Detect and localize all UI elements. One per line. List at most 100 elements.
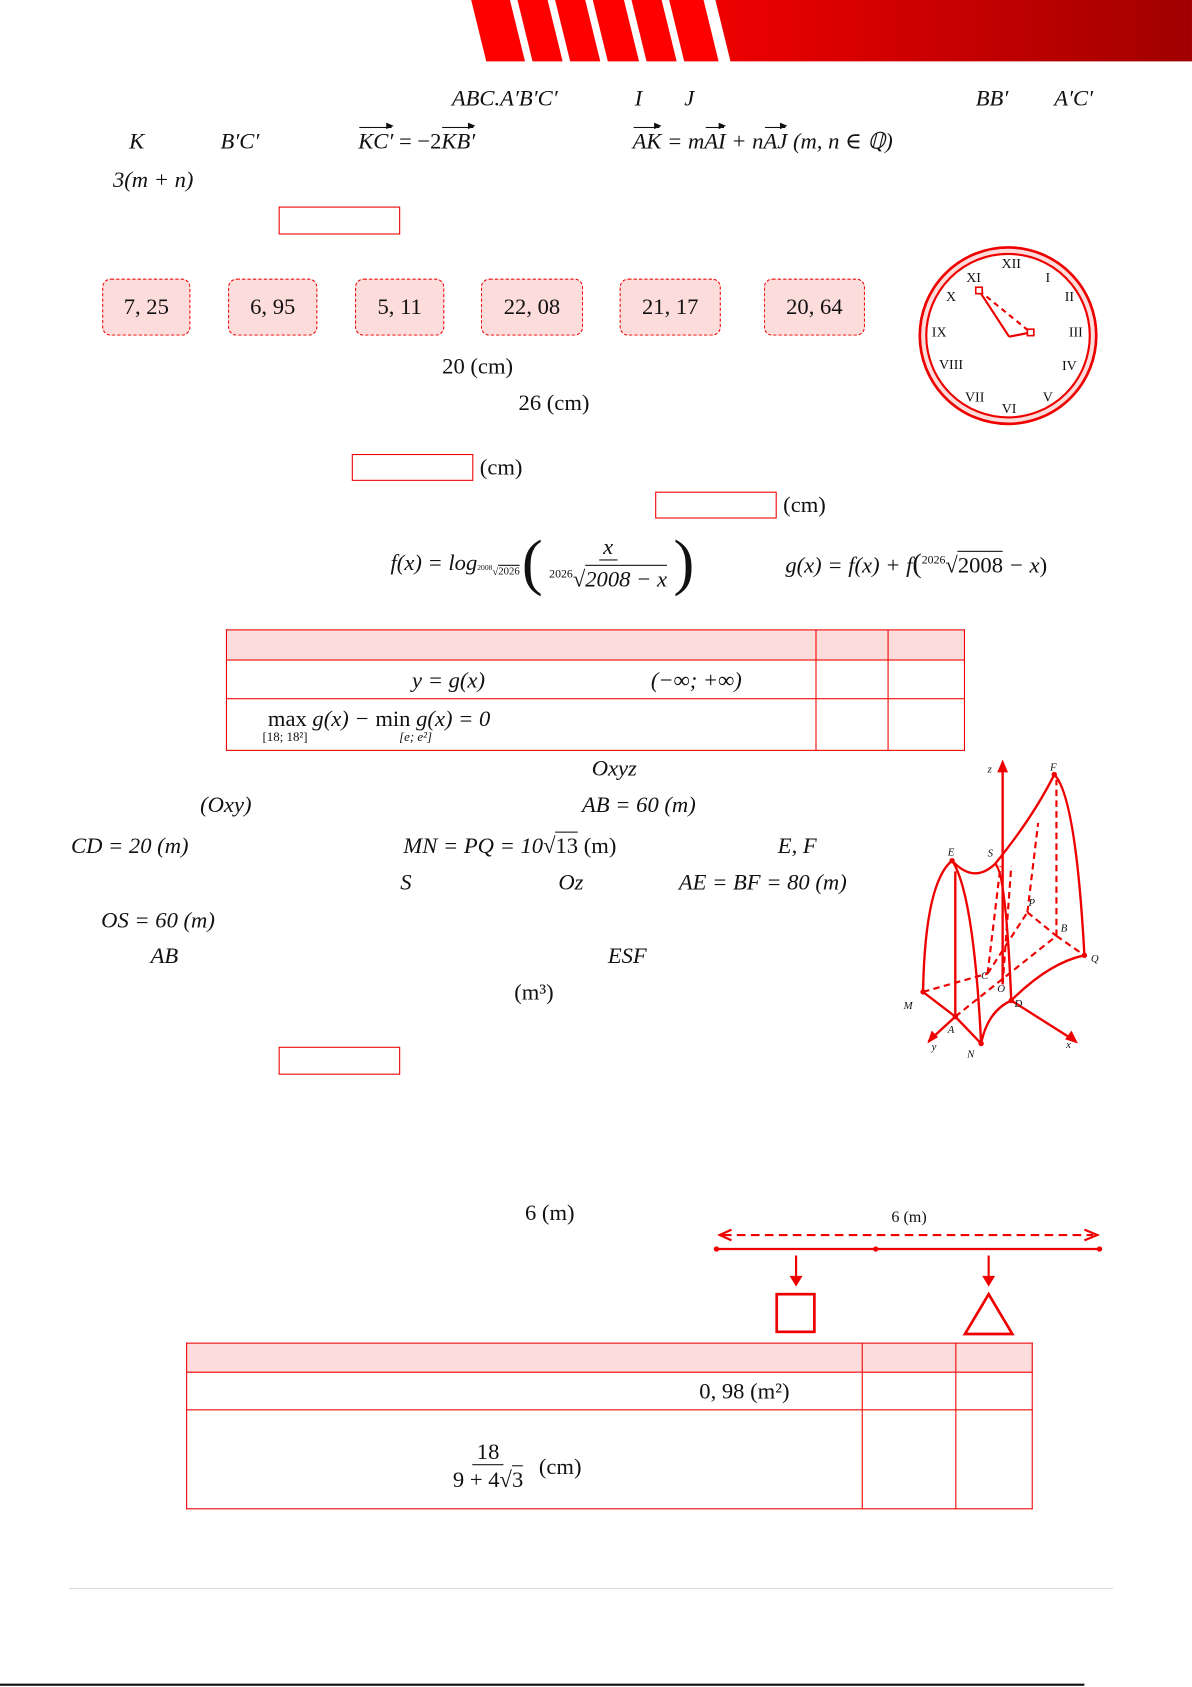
frac-num: 18	[472, 1438, 504, 1466]
volume-unit: (m³)	[514, 978, 554, 1005]
answer-cell[interactable]	[815, 698, 889, 751]
coord-system: Oxyz	[591, 755, 637, 782]
option-card[interactable]: 20, 64	[763, 278, 865, 336]
option-card[interactable]: 6, 95	[228, 278, 318, 336]
equals-text: = −2	[393, 128, 442, 154]
header-true	[815, 629, 889, 661]
clock-numeral: XII	[1002, 257, 1022, 272]
vector-kc: KC′	[358, 122, 394, 154]
eq-text: + n	[725, 128, 764, 154]
max-domain: [18; 18²]	[262, 729, 308, 745]
point-s: S	[400, 869, 412, 896]
vector-relation: KC′ = −2KB′	[358, 122, 476, 154]
point-k: K	[129, 128, 145, 154]
max-op: max	[267, 705, 307, 732]
footer-divider	[68, 1587, 1114, 1589]
edge-ac: A′C′	[1054, 84, 1094, 111]
answer-cell[interactable]	[887, 698, 965, 751]
point-i: I	[634, 84, 643, 111]
curve-esf: ESF	[607, 942, 647, 969]
label-m: M	[903, 1000, 914, 1012]
label-d: D	[1013, 998, 1022, 1010]
unit-cm: (cm)	[783, 491, 826, 518]
header-banner	[471, 0, 1192, 62]
g-term: g(x) = 0	[410, 705, 491, 732]
edge-bb: BB′	[975, 84, 1009, 111]
eq-text: = m	[661, 128, 705, 154]
square-weight	[775, 1292, 816, 1334]
root-index: 2026	[921, 554, 946, 567]
os-length: OS = 60 (m)	[101, 906, 215, 933]
log-base: 2026	[498, 564, 520, 578]
clock-numeral: IX	[932, 326, 947, 341]
clock-numeral: IV	[1062, 359, 1077, 374]
length-26: 26 (cm)	[518, 389, 590, 416]
min-op: min	[375, 705, 411, 732]
answer-cell[interactable]	[861, 1371, 957, 1411]
statement-a-expr: y = g(x)	[412, 666, 485, 693]
label-s: S	[988, 847, 994, 859]
label-o: O	[997, 983, 1005, 995]
answer-cell[interactable]	[815, 659, 889, 700]
clock-numeral: X	[946, 290, 956, 305]
g-lhs: g(x) = f(x) + f	[785, 551, 913, 578]
option-card[interactable]: 5, 11	[355, 278, 445, 336]
answer-cell[interactable]	[955, 1409, 1033, 1510]
clock-numeral: VIII	[939, 358, 963, 373]
clock-figure: XII I II III IV V VI VII VIII IX X XI	[918, 246, 1098, 426]
answer-box-4[interactable]	[278, 1046, 401, 1075]
frac-den: 2008 − x	[585, 564, 668, 592]
header-cell	[225, 629, 817, 661]
label-c: C	[981, 970, 989, 982]
label-a: A	[947, 1024, 955, 1036]
answer-cell[interactable]	[955, 1371, 1033, 1411]
label-x: x	[1065, 1039, 1071, 1051]
option-card[interactable]: 22, 08	[480, 278, 584, 336]
answer-box-2b[interactable]	[655, 491, 777, 519]
label-p: P	[1027, 897, 1035, 909]
label-z: z	[987, 763, 993, 775]
unit-cm: (cm)	[479, 453, 523, 480]
option-card[interactable]: 21, 17	[619, 278, 721, 336]
statement-a: 0, 98 (m²)	[186, 1371, 863, 1411]
expression: 3(m + n)	[112, 166, 194, 193]
clock-numeral: II	[1065, 290, 1075, 305]
vector-aj: AJ	[763, 122, 788, 154]
answer-cell[interactable]	[887, 659, 965, 700]
answer-cell[interactable]	[861, 1409, 957, 1510]
header-true	[861, 1342, 957, 1373]
answer-box-1[interactable]	[278, 206, 401, 235]
area-value: 0, 98 (m²)	[699, 1378, 790, 1404]
statement-a: y = g(x) (−∞; +∞)	[225, 659, 817, 700]
axis-oz: Oz	[558, 869, 584, 896]
ae-bf-length: AE = BF = 80 (m)	[678, 869, 847, 896]
point-j: J	[684, 84, 695, 111]
f-lhs: f(x) = log	[390, 549, 478, 576]
clock-numeral: VII	[965, 390, 985, 405]
beam-length-label: 6 (m)	[891, 1209, 926, 1226]
g-term: g(x) −	[306, 705, 376, 732]
clock-numeral: VI	[1002, 402, 1017, 417]
statement-a-interval: (−∞; +∞)	[650, 666, 742, 693]
segment-ab: AB	[150, 942, 179, 969]
radicand: 2008	[957, 550, 1003, 578]
true-false-table-1: y = g(x) (−∞; +∞) max g(x) − min g(x) = 0…	[225, 629, 965, 751]
mn-length: MN = PQ = 10√13 (m)	[403, 831, 617, 859]
beam-length: 6 (m)	[524, 1199, 575, 1226]
answer-box-2a[interactable]	[351, 453, 474, 481]
label-y: y	[931, 1041, 937, 1053]
radicand: 3	[511, 1465, 524, 1493]
frac-num: x	[598, 533, 618, 560]
root-index: 2026	[549, 567, 573, 581]
option-card[interactable]: 7, 25	[102, 278, 191, 336]
vector-decomposition: AK = mAI + nAJ (m, n ∈ ℚ)	[632, 122, 893, 154]
beam-figure: 6 (m)	[713, 1209, 1103, 1336]
g-tail: − x	[1002, 551, 1040, 578]
vector-ak: AK	[632, 122, 662, 154]
min-domain: [e; e²]	[399, 729, 433, 745]
arch-structure-figure: z F E S P B Q C O M D A y N x	[903, 759, 1099, 1061]
